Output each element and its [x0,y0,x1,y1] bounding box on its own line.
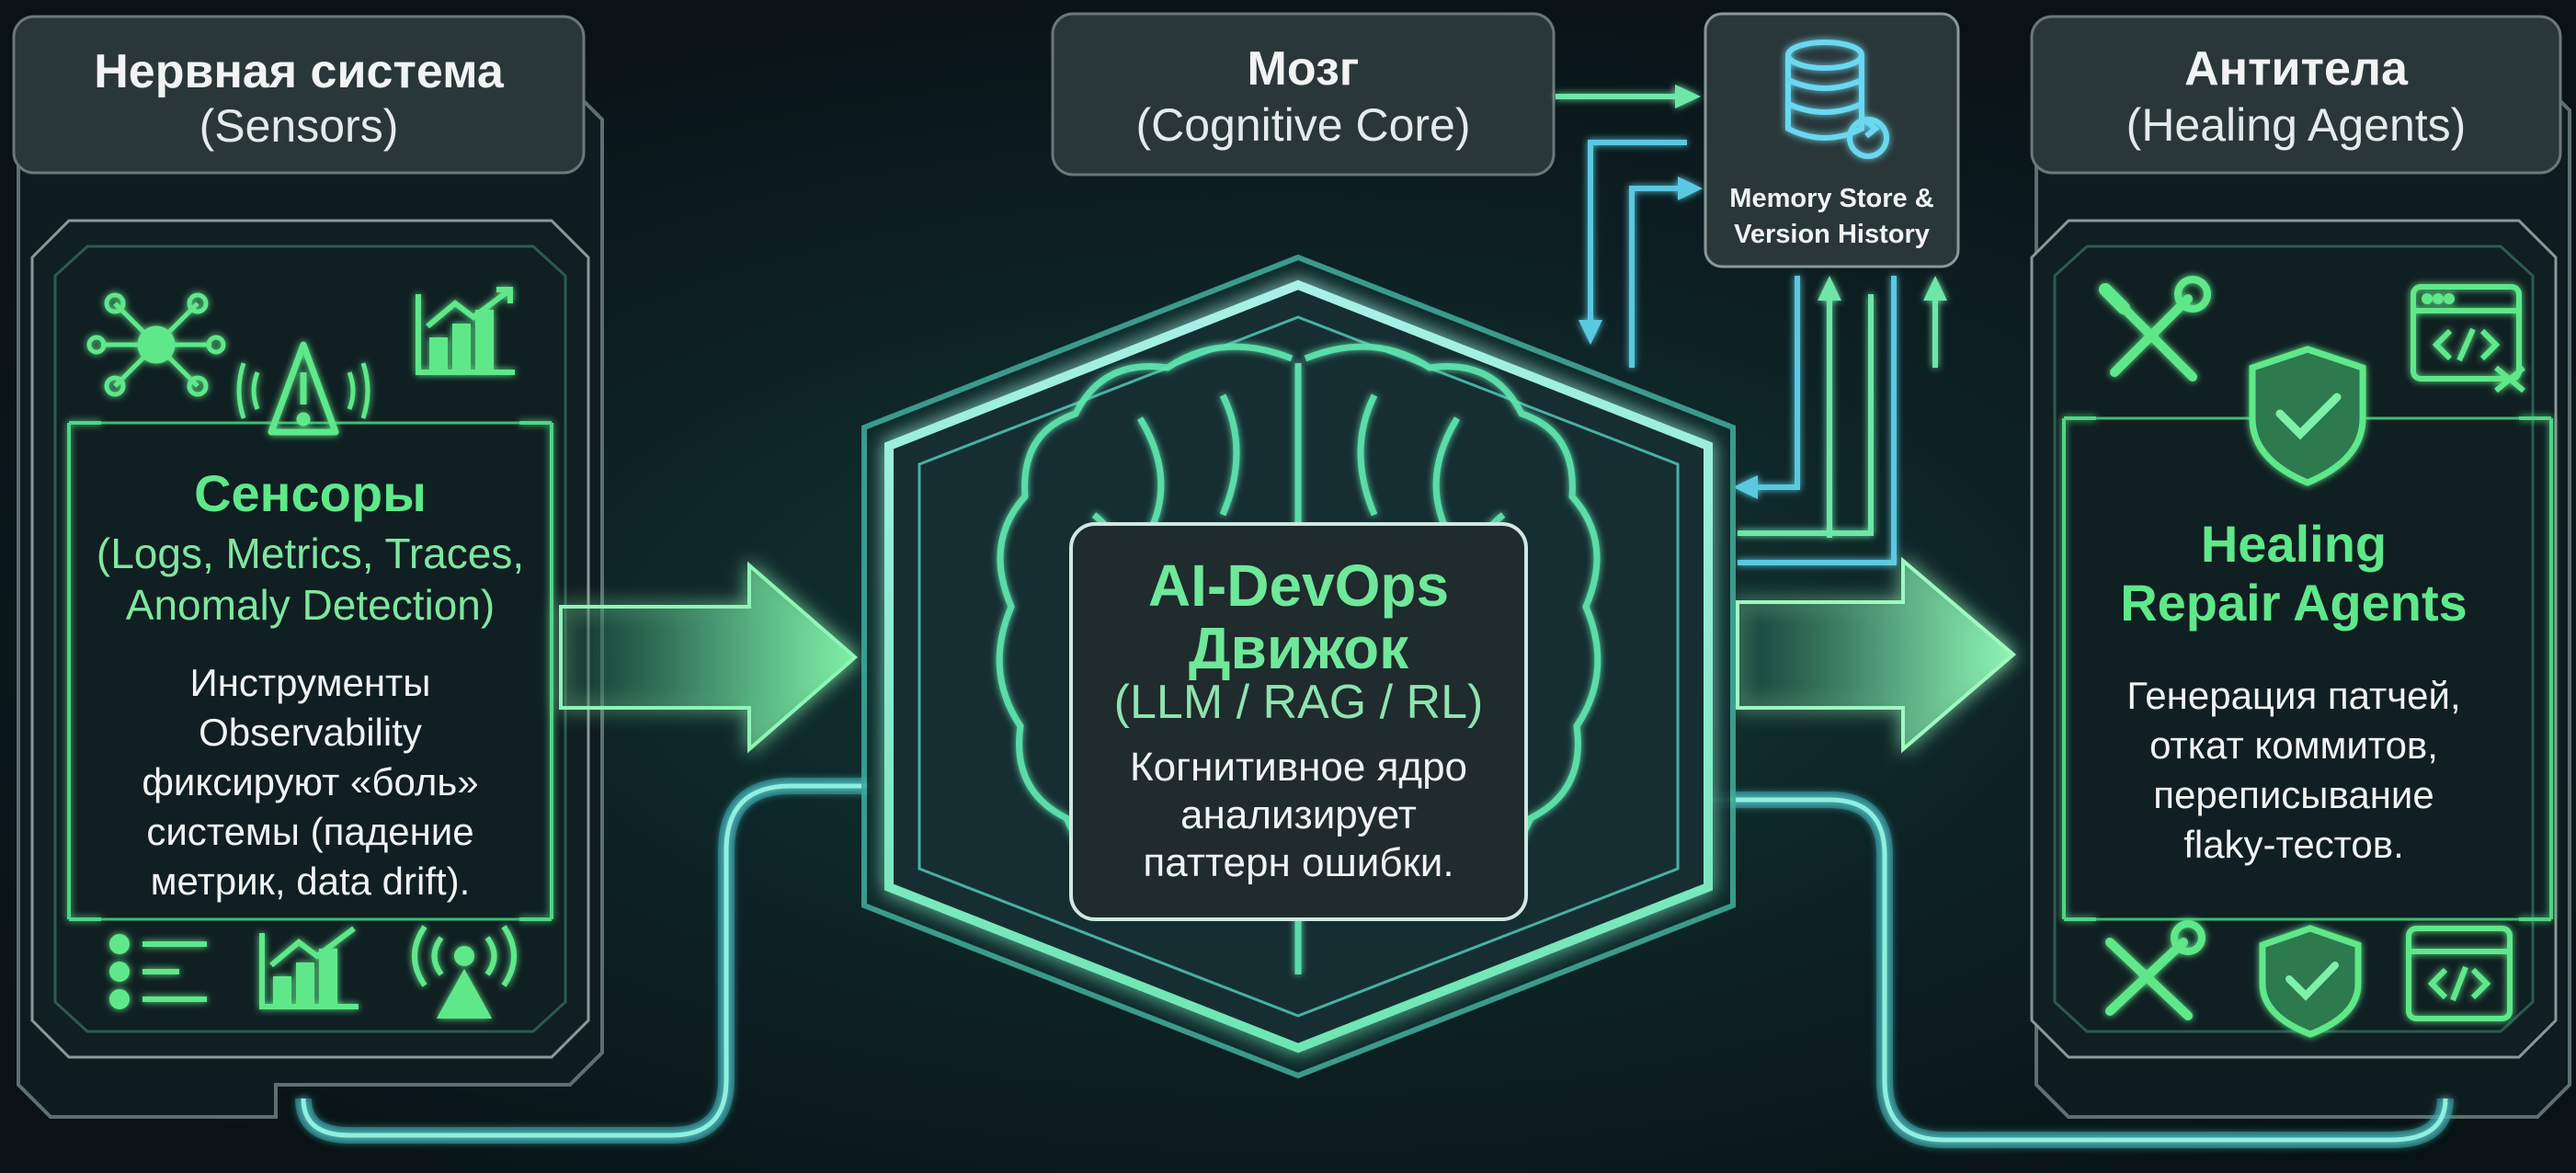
sensors-header-title: Нервная система [94,45,504,98]
feedback-pipes [295,778,2454,1148]
antibodies-description-line-1: Генерация патчей, [2126,674,2461,717]
sensors-description-line-2: Observability [199,711,422,754]
tools-icon [2105,920,2206,1020]
antibodies-header-subtitle: (Healing Agents) [2126,99,2467,151]
memory-connector-arrows [1556,85,1947,565]
antibodies-title-line-2: Repair Agents [2120,574,2468,632]
antibodies-description-line-3: переписывание [2153,773,2434,816]
warning-triangle-icon [236,341,370,436]
list-icon [109,934,207,1009]
sensors-header-subtitle: (Sensors) [199,100,399,152]
brain-header-title: Мозг [1247,42,1360,96]
antibodies-title-line-1: Healing [2200,515,2388,573]
database-icon [1785,40,1889,159]
sensors-title: Сенсоры [194,464,427,522]
core-description-line-1: Когнитивное ядро [1129,745,1468,790]
code-window-icon [2411,284,2525,393]
core-subtitle: (LLM / RAG / RL) [1113,676,1484,729]
tools-icon [2099,276,2211,382]
core-description-line-3: паттерн ошибки. [1143,840,1454,885]
memory-label-line-1: Memory Store & [1729,184,1934,213]
brain-header-subtitle: (Cognitive Core) [1135,99,1471,151]
core-text-panel [1069,522,1528,921]
memory-label-line-2: Version History [1734,220,1930,249]
signal-tower-icon [412,925,517,1019]
sensors-subtitle-line-2: Anomaly Detection) [125,581,496,629]
sensors-description-line-3: фиксируют «боль» [142,760,479,803]
shield-check-icon [2249,346,2366,486]
sensors-description-line-5: метрик, data drift). [150,860,471,903]
core-title-line-2: Движок [1188,615,1409,681]
brain-header-box [1051,12,1556,177]
antibodies-description-line-4: flaky-тестов. [2183,823,2404,866]
network-node-icon [86,292,226,397]
growth-chart-icon [259,926,359,1009]
sensors-to-core-arrow [559,561,859,754]
sensors-description-line-4: системы (падение [146,810,474,853]
antibodies-header-title: Антитела [2184,42,2408,96]
antibodies-header-box [2030,15,2562,175]
growth-chart-icon [416,287,515,375]
core-to-agents-arrow [1736,556,2017,754]
sensors-description-line-1: Инструменты [189,661,431,704]
sensors-subtitle-line-1: (Logs, Metrics, Traces, [96,530,525,577]
core-description-line-2: анализирует [1180,792,1417,837]
antibodies-description-line-2: откат коммитов, [2149,723,2438,767]
code-window-icon [2406,926,2513,1021]
shield-check-icon [2259,925,2362,1038]
core-title-line-1: AI-DevOps [1147,552,1450,619]
sensors-header-box [12,15,586,175]
